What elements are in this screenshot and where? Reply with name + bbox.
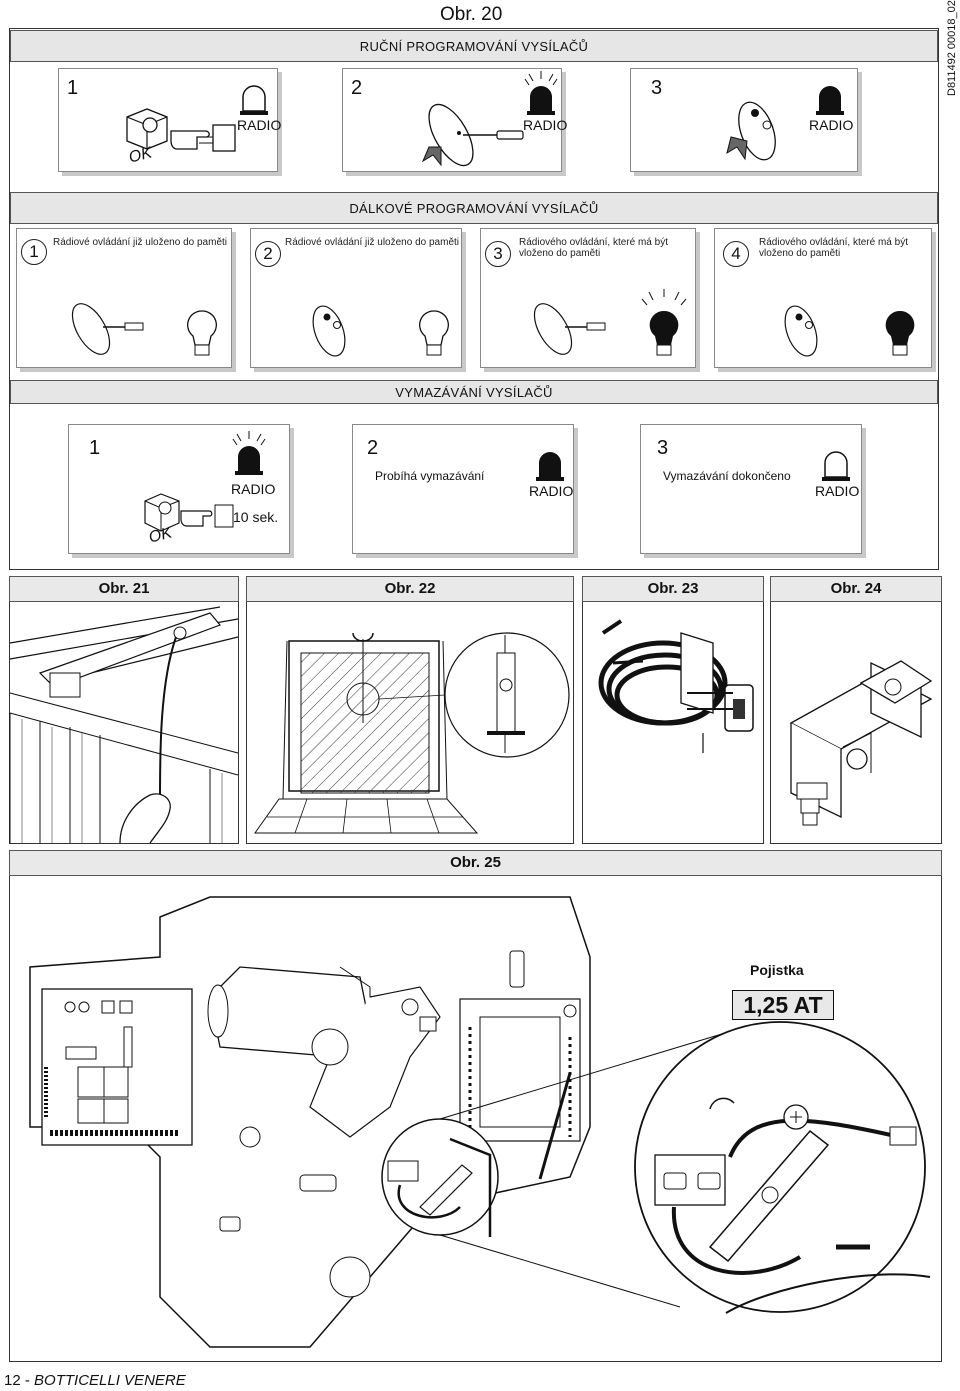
radio-lamp-blinking-icon xyxy=(524,71,558,115)
step-text: Vymazávání dokončeno xyxy=(663,469,791,483)
door-installation-illustration xyxy=(254,632,570,834)
remote-programming-header: DÁLKOVÉ PROGRAMOVÁNÍ VYSÍLAČŮ xyxy=(10,192,938,224)
erase-step-3: 3 Vymazávání dokončeno RADIO xyxy=(640,424,862,554)
page-number: 12 xyxy=(4,1372,21,1389)
button-box-icon xyxy=(144,493,180,532)
radio-label: RADIO xyxy=(237,117,282,133)
remote-with-pin-icon xyxy=(421,103,524,167)
radio-lamp-on-icon xyxy=(536,452,564,481)
step-number: 3 xyxy=(485,241,511,267)
document-code: D811492 00018_02 xyxy=(946,0,958,96)
product-name: BOTTICELLI VENERE xyxy=(34,1372,186,1389)
fuse-value: 1,25 AT xyxy=(743,992,823,1018)
bulb-blinking-icon xyxy=(641,289,687,356)
erase-step-2: 2 Probíhá vymazávání RADIO xyxy=(352,424,574,554)
remote-step-1: 1 Rádiové ovládání již uloženo do paměti xyxy=(16,228,232,368)
remote-control-icon xyxy=(784,305,818,357)
step-number: 1 xyxy=(89,437,101,459)
radio-lamp-on-icon xyxy=(816,86,844,115)
remote-with-pin-icon xyxy=(71,303,144,355)
obr21-header: Obr. 21 xyxy=(9,576,239,602)
step-number: 3 xyxy=(651,77,663,99)
obr22-header: Obr. 22 xyxy=(246,576,574,602)
step-number: 3 xyxy=(657,437,669,459)
remote-step-4: 4 Rádiového ovládání, které má být vlože… xyxy=(714,228,932,368)
obr23-header: Obr. 23 xyxy=(582,576,764,602)
pointing-hand-icon xyxy=(170,124,236,152)
bulb-off-icon xyxy=(187,310,217,356)
radio-label: RADIO xyxy=(523,117,568,133)
manual-step-1: 1 RADIO OK xyxy=(58,68,282,172)
fuse-label: Pojistka xyxy=(750,962,804,978)
page-footer: 12 - BOTTICELLI VENERE xyxy=(4,1372,186,1389)
radio-label: RADIO xyxy=(231,481,276,497)
remote-control-icon xyxy=(312,305,346,357)
step-number: 2 xyxy=(351,77,363,99)
manual-programming-header: RUČNÍ PROGRAMOVÁNÍ VYSÍLAČŮ xyxy=(10,30,938,62)
radio-label: RADIO xyxy=(815,483,860,499)
step-text: Rádiového ovládání, které má být vloženo… xyxy=(519,237,668,259)
step-text: Rádiové ovládání již uloženo do paměti xyxy=(53,237,227,248)
remote-step-3: 3 Rádiového ovládání, které má být vlože… xyxy=(480,228,696,368)
ok-label: OK xyxy=(147,524,174,547)
remote-control-icon xyxy=(726,101,776,161)
radio-label: RADIO xyxy=(809,117,854,133)
step-number: 1 xyxy=(67,77,79,99)
time-label: 10 sek. xyxy=(233,509,279,525)
radio-lamp-off-icon xyxy=(822,451,850,481)
step-text: Rádiové ovládání již uloženo do paměti xyxy=(285,237,459,248)
remote-step-2: 2 Rádiové ovládání již uloženo do paměti xyxy=(250,228,462,368)
step-number: 1 xyxy=(21,239,47,265)
step-text: Rádiového ovládání, které má být vloženo… xyxy=(759,237,908,259)
bulb-on-icon xyxy=(885,310,915,356)
fuse-value-box: 1,25 AT xyxy=(732,990,834,1020)
release-cable-illustration xyxy=(598,619,754,753)
bulb-off-icon xyxy=(419,310,449,356)
pointing-hand-icon xyxy=(180,504,234,528)
radio-lamp-icon xyxy=(240,85,268,115)
step-number: 2 xyxy=(367,437,379,459)
radio-lamp-blinking-icon xyxy=(232,431,266,475)
manual-step-3: 3 RADIO xyxy=(630,68,858,172)
ok-label: OK xyxy=(127,144,154,167)
footer-separator: - xyxy=(20,1372,35,1389)
step-number: 4 xyxy=(723,241,749,267)
figure-title: Obr. 20 xyxy=(440,4,503,25)
erase-header: VYMAZÁVÁNÍ VYSÍLAČŮ xyxy=(10,380,938,404)
step-number: 2 xyxy=(255,241,281,267)
obr24-header: Obr. 24 xyxy=(770,576,942,602)
button-box-icon xyxy=(126,108,168,150)
obr25-header: Obr. 25 xyxy=(9,850,942,876)
control-board-illustration xyxy=(29,896,931,1348)
radio-label: RADIO xyxy=(529,483,574,499)
remote-with-pin-icon xyxy=(533,303,606,355)
erase-step-1: 1 RADIO 10 sek. OK xyxy=(68,424,290,554)
mounting-bracket-illustration xyxy=(789,660,933,826)
manual-step-2: 2 RADIO xyxy=(342,68,567,172)
manual-release-illustration xyxy=(9,606,239,844)
step-text: Probíhá vymazávání xyxy=(375,469,485,483)
